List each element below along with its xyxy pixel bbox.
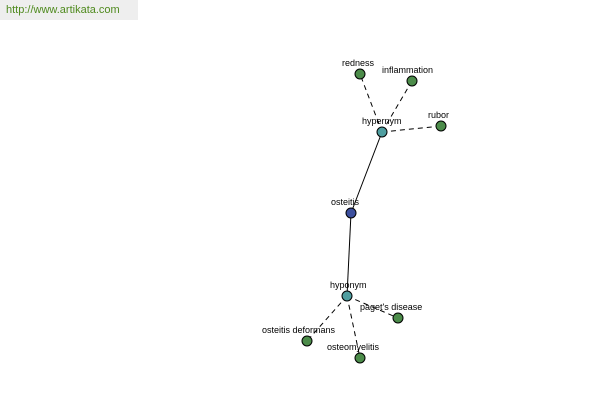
node-osteomyelitis[interactable]: osteomyelitis [327,342,380,364]
node-label-osteomyelitis[interactable]: osteomyelitis [327,342,380,352]
nodes-layer: osteitis hypernym hyponym redness inflammati… [262,58,449,364]
edge-hyponym-pagets-disease [346,295,399,319]
node-pagets-disease[interactable]: paget's disease [360,302,422,324]
node-label-osteitis[interactable]: osteitis [331,197,360,207]
node-circle-pagets-disease[interactable] [392,312,404,324]
node-circle-inflammation[interactable] [406,75,418,87]
node-label-osteitis-deformans[interactable]: osteitis deformans [262,325,336,335]
node-circle-rubor[interactable] [435,120,447,132]
edge-osteitis-hypernym [350,131,383,214]
url-bar: http://www.artikata.com [0,0,138,20]
edges-layer [306,73,442,359]
node-hypernym[interactable]: hypernym [362,116,402,138]
edge-hypernym-rubor [381,125,442,133]
node-label-pagets-disease[interactable]: paget's disease [360,302,422,312]
node-circle-osteitis[interactable] [345,207,357,219]
edge-hyponym-osteomyelitis [346,295,361,359]
node-circle-osteitis-deformans[interactable] [301,335,313,347]
node-circle-redness[interactable] [354,68,366,80]
edge-osteitis-hyponym [346,212,352,297]
node-label-rubor[interactable]: rubor [428,110,449,120]
node-circle-hyponym[interactable] [341,290,353,302]
node-circle-osteomyelitis[interactable] [354,352,366,364]
node-label-hypernym[interactable]: hypernym [362,116,402,126]
node-circle-hypernym[interactable] [376,126,388,138]
node-osteitis[interactable]: osteitis [331,197,360,219]
node-label-redness[interactable]: redness [342,58,375,68]
node-inflammation[interactable]: inflammation [382,65,433,87]
edge-hypernym-inflammation [381,80,413,133]
node-rubor[interactable]: rubor [428,110,449,132]
node-osteitis-deformans[interactable]: osteitis deformans [262,325,336,347]
site-url-link[interactable]: http://www.artikata.com [6,4,120,16]
node-redness[interactable]: redness [342,58,375,80]
node-hyponym[interactable]: hyponym [330,280,367,302]
node-label-hyponym[interactable]: hyponym [330,280,367,290]
node-label-inflammation[interactable]: inflammation [382,65,433,75]
edge-hypernym-redness [359,73,383,133]
edge-hyponym-osteitis-deformans [306,295,348,342]
